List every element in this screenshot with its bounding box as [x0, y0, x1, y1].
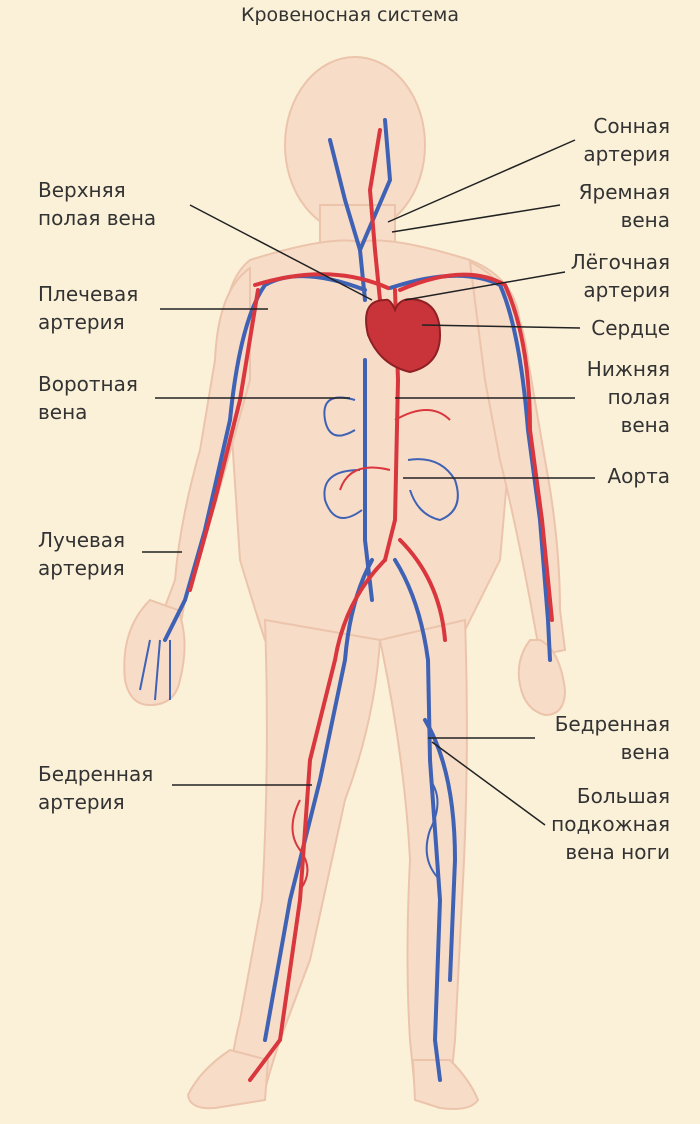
label-aorta: Аорта	[607, 464, 670, 488]
leader-lines	[142, 139, 595, 826]
diagram-title: Кровеносная система	[240, 4, 460, 26]
vein-branches	[139, 396, 459, 881]
heart	[365, 298, 442, 374]
artery-branches	[291, 409, 451, 891]
label-heart: Сердце	[591, 316, 670, 340]
arteries	[188, 128, 554, 1082]
